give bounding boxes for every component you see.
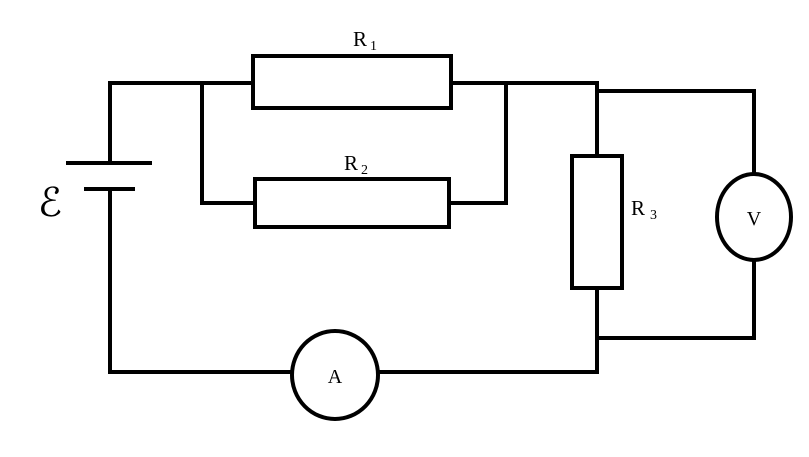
- resistor-r2-subscript: 2: [361, 163, 368, 178]
- emf-label: ℰ: [38, 180, 62, 225]
- resistor-r3: [570, 154, 624, 290]
- voltmeter-label: V: [747, 208, 762, 230]
- wire-parallel-right: [448, 81, 508, 205]
- wire-right-branch: [595, 81, 756, 175]
- resistor-r1: [251, 54, 453, 110]
- wire-top-left: [108, 81, 254, 165]
- battery: [66, 161, 152, 191]
- ammeter: [290, 329, 380, 421]
- resistor-r3-letter: R: [631, 196, 645, 220]
- resistor-r3-subscript: 3: [650, 208, 657, 223]
- resistor-r1-letter: R: [353, 27, 367, 51]
- wire-voltmeter-bottom: [595, 259, 756, 340]
- wire-bottom-left: [108, 187, 293, 374]
- circuit-wires: [108, 81, 756, 374]
- ammeter-label: A: [328, 366, 343, 388]
- resistor-r2: [253, 177, 451, 229]
- resistor-r2-letter: R: [344, 151, 358, 175]
- wire-parallel-left: [200, 81, 256, 205]
- resistor-r1-subscript: 1: [370, 39, 377, 54]
- voltmeter: [715, 172, 793, 262]
